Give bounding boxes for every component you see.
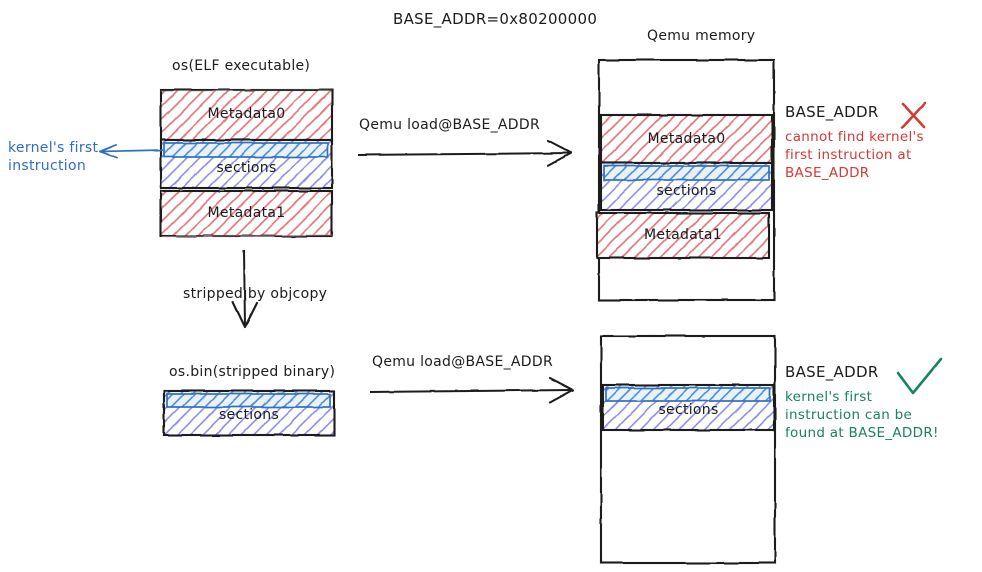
elf-sections-block: [159, 138, 334, 190]
elf-metadata1-block: [159, 189, 334, 238]
bin-sections-block: [162, 389, 336, 437]
objcopy-strip-arrow: [231, 249, 259, 329]
elf-first-instruction-band: [163, 142, 329, 158]
qemu-memory-top: [595, 58, 776, 302]
qemu-load-arrow-bottom: [369, 376, 575, 404]
qemu-load-top-label: Qemu load@BASE_ADDR: [359, 117, 540, 133]
mem-first-instruction-band: [603, 165, 770, 181]
cross-mark-icon: [900, 101, 927, 130]
elf-caption: os(ELF executable): [172, 58, 311, 74]
mem-metadata0-block: [599, 113, 774, 165]
base-addr-value-label: BASE_ADDR=0x80200000: [393, 10, 598, 28]
failure-annotation: cannot find kernel's first instruction a…: [785, 129, 924, 181]
mem2-sections-block: [601, 383, 776, 432]
stripped-binary-caption: os.bin(stripped binary): [169, 364, 336, 380]
first-instruction-pointer-arrow: [99, 144, 164, 159]
elf-metadata0-block: [159, 88, 334, 142]
check-mark-icon: [896, 357, 943, 395]
base-addr-bottom-label: BASE_ADDR: [785, 363, 879, 381]
kernel-first-instruction-annotation: kernel's first instruction: [8, 140, 99, 175]
qemu-load-arrow-top: [357, 139, 573, 167]
base-addr-top-label: BASE_ADDR: [785, 103, 879, 121]
mem-metadata1-block: [595, 211, 771, 260]
objcopy-strip-label: stripped by objcopy: [183, 286, 328, 302]
stripped-binary-diagram: [162, 389, 336, 437]
success-annotation: kernel's first instruction can be found …: [785, 389, 939, 441]
qemu-memory-caption: Qemu memory: [647, 28, 756, 44]
qemu-memory-bottom: [599, 334, 777, 565]
mem-sections-block: [599, 161, 774, 212]
mem2-first-instruction-band: [605, 387, 771, 402]
bin-first-instruction-band: [166, 393, 331, 408]
elf-executable-diagram: [159, 88, 334, 238]
qemu-load-bottom-label: Qemu load@BASE_ADDR: [372, 354, 553, 370]
